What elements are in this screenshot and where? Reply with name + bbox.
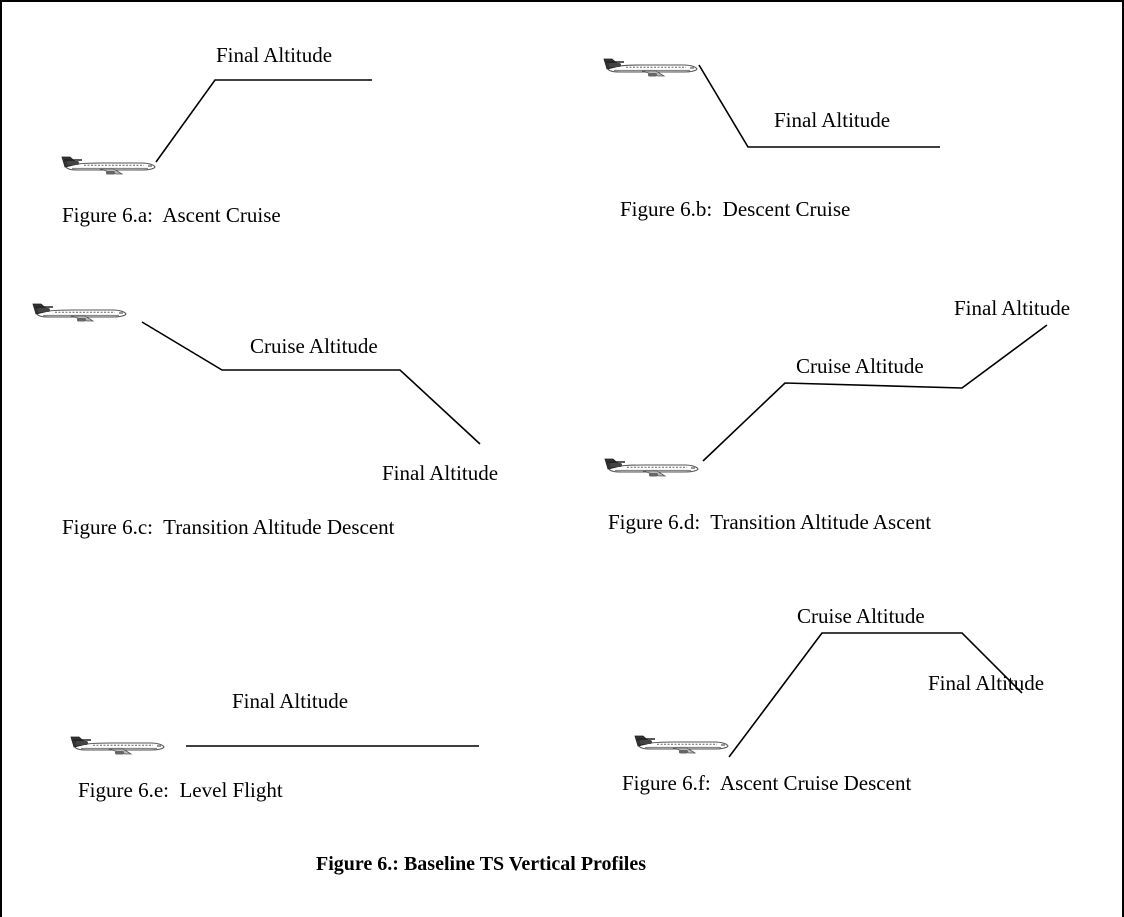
figure-title: Figure 6.: Baseline TS Vertical Profiles <box>316 853 646 875</box>
subfigure-caption: Figure 6.d: Transition Altitude Ascent <box>608 510 932 534</box>
airplane-icon <box>61 156 156 176</box>
altitude-label: Final Altitude <box>954 296 1071 320</box>
airplane-icon <box>70 736 165 756</box>
airplane-icon <box>603 58 698 78</box>
subfigure-caption: Figure 6.e: Level Flight <box>78 778 283 802</box>
subfigure-caption: Figure 6.f: Ascent Cruise Descent <box>622 771 912 795</box>
subfigure-caption: Figure 6.b: Descent Cruise <box>620 197 851 221</box>
altitude-label: Cruise Altitude <box>796 354 924 378</box>
altitude-label: Final Altitude <box>232 689 349 713</box>
flight-profile-line <box>698 64 940 148</box>
airplane-icon <box>634 735 729 755</box>
altitude-label: Final Altitude <box>382 461 499 485</box>
airplane-icon <box>604 458 699 478</box>
flight-profile-line <box>141 321 481 445</box>
subfigure-caption: Figure 6.c: Transition Altitude Descent <box>62 515 395 539</box>
flight-profile-line <box>728 632 1023 758</box>
altitude-label: Cruise Altitude <box>797 604 925 628</box>
altitude-label: Final Altitude <box>774 108 891 132</box>
flight-profile-line <box>702 324 1048 462</box>
subfigure-caption: Figure 6.a: Ascent Cruise <box>62 203 281 227</box>
altitude-label: Final Altitude <box>928 671 1045 695</box>
airplane-icon <box>32 303 127 323</box>
altitude-label: Final Altitude <box>216 43 333 67</box>
flight-profile-line <box>155 79 372 163</box>
altitude-label: Cruise Altitude <box>250 334 378 358</box>
